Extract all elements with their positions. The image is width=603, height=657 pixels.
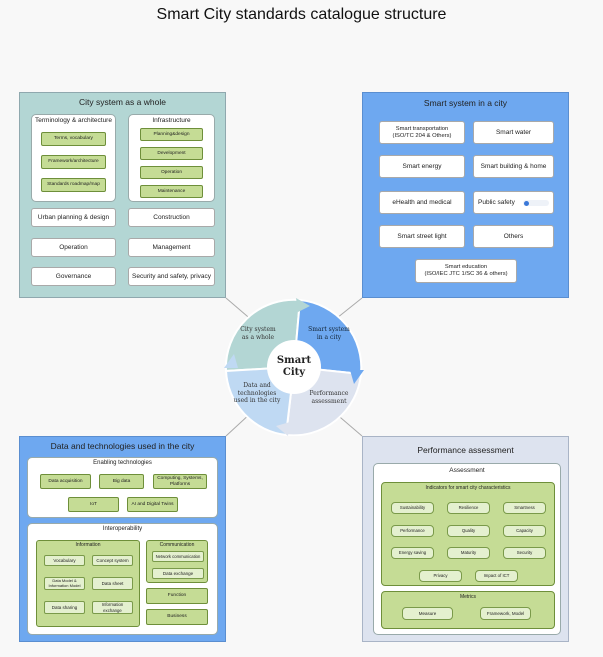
arrow-tip-3 [276,422,290,436]
panel-city-system-title: City system as a whole [79,97,166,107]
panel-smart-system-title: Smart system in a city [423,98,508,108]
information-title: Information [75,542,101,548]
management-box: Management [128,238,215,257]
information-group: Information Vocabulary Concept system Da… [36,540,140,627]
infrastructure-group: Infrastructure Planning&design Developme… [128,114,215,202]
panel-data-tech: Data and technologies used in the city E… [19,436,226,642]
information-exchange-box: Information exchange [92,601,133,614]
center-hub [267,340,321,394]
segment-data-tech-label: Data and technologies used in the city [233,382,281,404]
smart-transportation-box: Smart transportation (ISO/TC 204 & Other… [379,121,465,144]
measure-box: Measure [402,607,453,620]
metrics-title: Metrics [459,594,477,600]
segment-smart-system-label: Smart system in a city [308,326,350,341]
data-acquisition-box: Data acquisition [40,474,91,489]
metrics-group: Metrics Measure Framework, Model [381,591,555,629]
urban-planning-box: Urban planning & design [31,208,116,227]
operation-box: Operation [31,238,116,257]
data-model-box: Data Model & Information Model [44,577,85,590]
construction-box: Construction [128,208,215,227]
ai-digital-twins-box: AI and Digital Twins [127,497,178,512]
communication-title: Communication [159,542,195,548]
framework-architecture-box: Framework/architecture [41,155,106,169]
big-data-box: Big data [99,474,144,489]
ehealth-medical-box: eHealth and medical [379,191,465,214]
function-box: Function [146,588,208,604]
arrow-tip-4 [224,354,238,368]
smart-street-light-box: Smart street light [379,225,465,248]
smart-water-box: Smart water [473,121,554,144]
governance-box: Governance [31,267,116,286]
network-communication-box: Network communication [152,551,204,562]
computing-systems-box: Computing, Systems, Platforms [153,474,207,489]
segment-city-system-label: City system as a whole [240,326,276,341]
smart-city-circle [224,298,364,436]
security-safety-privacy-box: Security and safety, privacy [128,267,215,286]
performance-box: Performance [391,525,434,537]
panel-smart-system: Smart system in a city Smart transportat… [362,92,569,298]
public-safety-badge [523,200,549,206]
data-exchange-box: Data exchange [152,568,204,579]
interoperability-group: Interoperability Information Vocabulary … [27,523,218,635]
assessment-group: Assessment Indicators for smart city cha… [373,463,561,635]
interoperability-title: Interoperability [102,526,143,532]
iot-box: IoT [68,497,119,512]
panel-city-system: City system as a whole Terminology & arc… [19,92,226,298]
privacy-box: Privacy [419,570,462,582]
smart-building-home-box: Smart building & home [473,155,554,178]
data-sharing-box: Data sharing [44,601,85,614]
resilience-box: Resilience [447,502,490,514]
development-box: Development [140,147,203,160]
assessment-title: Assessment [449,467,485,474]
energy-saving-box: Energy saving [391,547,434,559]
smart-education-box: Smart education (ISO/IEC JTC 1/SC 36 & o… [415,259,517,283]
vocabulary-box: Vocabulary [44,555,85,566]
others-box: Others [473,225,554,248]
maturity-box: Maturity [447,547,490,559]
impact-of-ict-box: Impact of ICT [475,570,518,582]
badge-dot-icon [524,200,529,206]
indicators-group: Indicators for smart city characteristic… [381,482,555,586]
concept-system-box: Concept system [92,555,133,566]
panel-data-tech-title: Data and technologies used in the city [50,441,195,451]
framework-model-box: Framework, Model [480,607,531,620]
arrow-tip-2 [350,370,364,384]
panel-performance-title: Performance assessment [417,445,514,455]
business-box: Business [146,609,208,625]
data-sheet-box: Data sheet [92,577,133,590]
communication-group: Communication Network communication Data… [146,540,208,583]
indicators-title: Indicators for smart city characteristic… [425,485,511,491]
quality-box: Quality [447,525,490,537]
standards-roadmap-box: Standards roadmap/map [41,178,106,192]
segment-performance-label: Performance assessment [309,390,349,405]
capacity-box: Capacity [503,525,546,537]
security-box: Security [503,547,546,559]
arrow-tip-1 [296,298,310,312]
enabling-tech-group: Enabling technologies Data acquisition B… [27,457,218,518]
terminology-group-title: Terminology & architecture [35,117,112,124]
infrastructure-group-title: Infrastructure [152,117,191,124]
terminology-group: Terminology & architecture Terms, vocabu… [31,114,116,202]
enabling-tech-title: Enabling technologies [93,460,152,466]
public-safety-label: Public safety [478,198,515,206]
maintenance-box: Maintenance [140,185,203,198]
page-title: Smart City standards catalogue structure [156,6,447,23]
terms-vocabulary-box: Terms, vocabulary [41,132,106,146]
planning-design-box: Planning&design [140,128,203,141]
public-safety-box: Public safety [473,191,554,214]
panel-performance: Performance assessment Assessment Indica… [362,436,569,642]
sustainability-box: Sustainability [391,502,434,514]
operation-infra-box: Operation [140,166,203,179]
center-label: Smart City [276,355,312,378]
smart-energy-box: Smart energy [379,155,465,178]
smartness-box: Smartness [503,502,546,514]
